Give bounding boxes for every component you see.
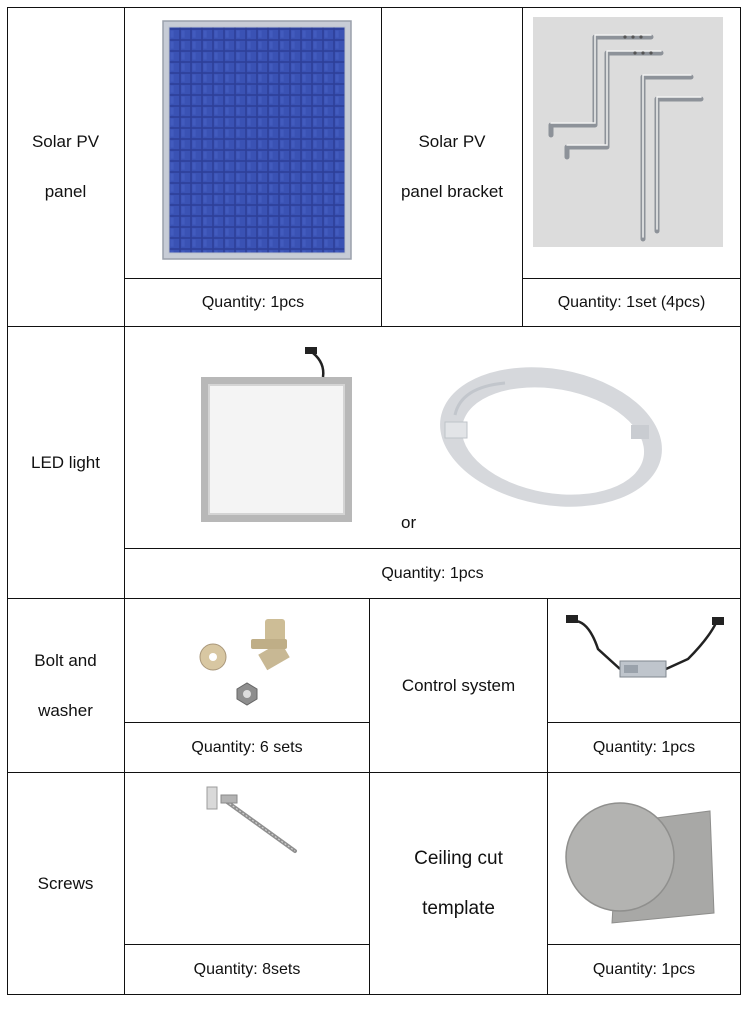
screws-image bbox=[206, 786, 297, 853]
ceiling-template-label: Ceiling cut template bbox=[370, 773, 548, 995]
screws-quantity: Quantity: 8sets bbox=[125, 945, 370, 995]
led-or-text: or bbox=[401, 513, 417, 532]
solar-bracket-quantity: Quantity: 1set (4pcs) bbox=[523, 279, 741, 327]
solar-panel-quantity: Quantity: 1pcs bbox=[125, 279, 382, 327]
solar-panel-label-line1: Solar PV bbox=[31, 132, 100, 152]
control-system-label: Control system bbox=[370, 599, 548, 773]
led-square-panel-image bbox=[201, 347, 352, 522]
ceiling-template-image bbox=[565, 802, 715, 924]
solar-panel-image-cell bbox=[125, 7, 382, 279]
bolt-washer-label: Bolt and washer bbox=[7, 599, 125, 773]
bolt-washer-image-cell bbox=[125, 599, 370, 723]
control-system-quantity: Quantity: 1pcs bbox=[548, 723, 741, 773]
bolt-washer-label-line1: Bolt and bbox=[34, 651, 97, 671]
led-light-label: LED light bbox=[7, 327, 125, 599]
screws-label: Screws bbox=[7, 773, 125, 995]
solar-bracket-label: Solar PV panel bracket bbox=[382, 7, 523, 327]
bolt-washer-quantity: Quantity: 6 sets bbox=[125, 723, 370, 773]
control-system-image bbox=[566, 615, 724, 678]
screws-image-cell bbox=[125, 773, 370, 945]
bolt-washer-image bbox=[199, 619, 290, 706]
led-round-panel-image bbox=[440, 367, 662, 507]
solar-panel-label-line2: panel bbox=[44, 181, 87, 201]
control-system-image-cell bbox=[548, 599, 741, 723]
ceiling-template-image-cell bbox=[548, 773, 741, 945]
solar-bracket-label-line1: Solar PV bbox=[418, 132, 486, 152]
ceiling-template-quantity: Quantity: 1pcs bbox=[548, 945, 741, 995]
led-light-quantity: Quantity: 1pcs bbox=[125, 549, 741, 599]
solar-bracket-image bbox=[533, 17, 723, 247]
bolt-washer-label-line2: washer bbox=[38, 700, 93, 720]
led-light-image-cell: or bbox=[125, 327, 741, 549]
solar-panel-label: Solar PV panel bbox=[7, 7, 125, 327]
solar-bracket-image-cell bbox=[523, 7, 741, 279]
ceiling-template-label-line1: Ceiling cut bbox=[414, 848, 503, 870]
solar-bracket-label-line2: panel bracket bbox=[400, 181, 504, 201]
ceiling-template-label-line2: template bbox=[422, 897, 495, 919]
solar-panel-image bbox=[162, 20, 352, 260]
